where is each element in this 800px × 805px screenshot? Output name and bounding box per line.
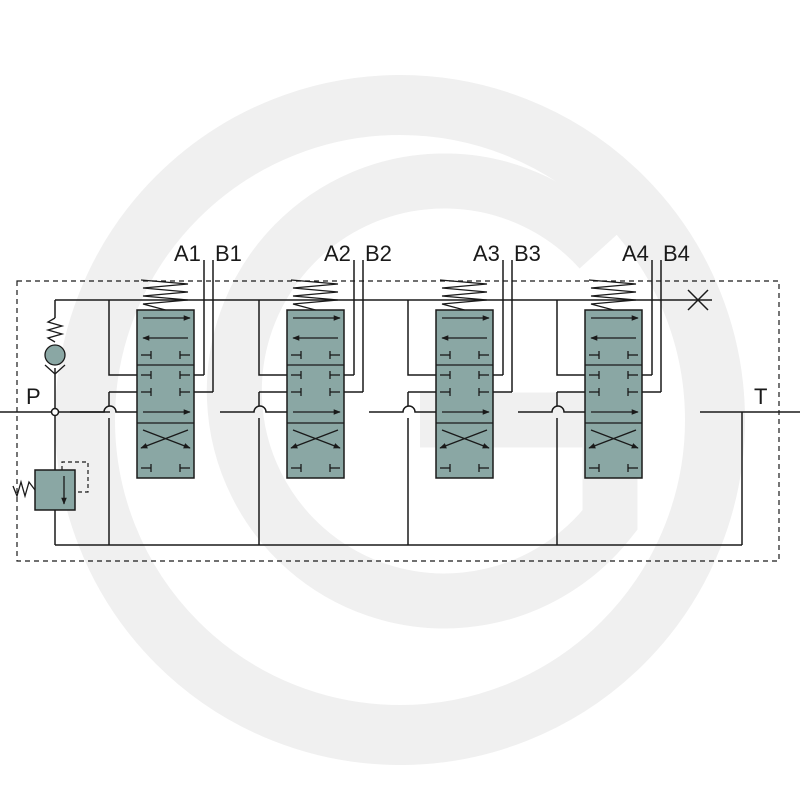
- spool-body: [286, 309, 345, 479]
- port-a-label: A2: [324, 241, 351, 266]
- spring-icon: [140, 279, 189, 311]
- port-t-label: T: [754, 384, 767, 409]
- manifold-boundary: [16, 280, 780, 562]
- valve-sections: A1 B1 A2 B2 A3 B3 A4 B4: [70, 241, 690, 545]
- port-b-label: B2: [365, 241, 392, 266]
- port-b-label: B1: [215, 241, 242, 266]
- line-hop: [369, 405, 436, 413]
- line-hop: [518, 405, 585, 413]
- port-a-label: A4: [622, 241, 649, 266]
- bypass-line: [108, 300, 137, 376]
- plug-x-icon: [687, 289, 709, 311]
- port-b-label: B4: [663, 241, 690, 266]
- bypass-line: [258, 300, 287, 376]
- port-p-label: P: [26, 384, 41, 409]
- port-a-label: A3: [473, 241, 500, 266]
- port-a-label: A1: [174, 241, 201, 266]
- check-valve-icon: [44, 317, 66, 375]
- bypass-line: [407, 300, 436, 376]
- watermark-logo: [55, 75, 745, 765]
- spring-icon: [439, 279, 488, 311]
- valve-section-2: A2 B2: [220, 241, 392, 545]
- line-hop: [220, 405, 287, 413]
- line-hop: [70, 405, 137, 413]
- spool-body: [136, 309, 195, 479]
- p-junction-dot: [50, 407, 60, 417]
- relief-valve-icon: [12, 461, 89, 511]
- spring-icon: [290, 279, 339, 311]
- spring-icon: [588, 279, 637, 311]
- spool-body: [584, 309, 643, 479]
- bypass-line: [556, 300, 585, 376]
- port-b-label: B3: [514, 241, 541, 266]
- spool-body: [435, 309, 494, 479]
- valve-section-1: A1 B1: [70, 241, 242, 545]
- valve-section-4: A4 B4: [518, 241, 690, 545]
- valve-section-3: A3 B3: [369, 241, 541, 545]
